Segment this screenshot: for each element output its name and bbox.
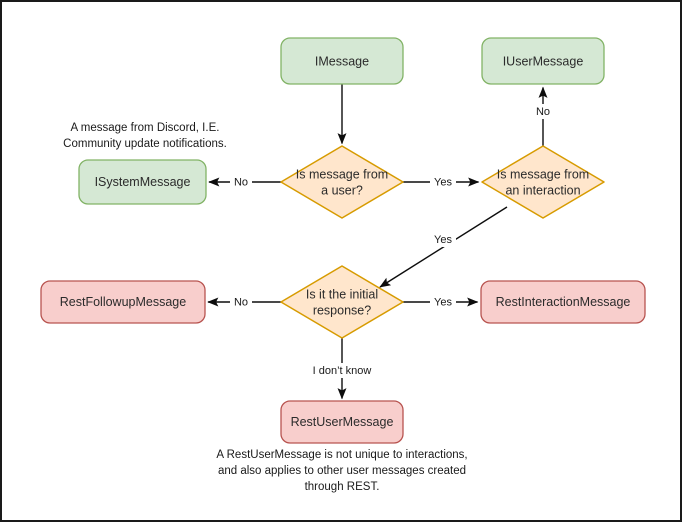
node-is-from-interaction-label-line2: an interaction: [505, 183, 580, 197]
edge-label-initial-unknown: I don’t know: [313, 365, 372, 377]
node-is-initial-response[interactable]: Is it the initial response?: [280, 265, 404, 339]
node-is-initial-response-label-line2: response?: [313, 303, 371, 317]
node-restusermessage-label: RestUserMessage: [291, 415, 394, 429]
note-restusermessage-line1: A RestUserMessage is not unique to inter…: [216, 449, 467, 461]
node-is-from-user-label-line1: Is message from: [296, 167, 388, 181]
node-iusermessage-label: IUserMessage: [503, 54, 584, 68]
note-isystemmessage: A message from Discord, I.E. Community u…: [63, 122, 227, 150]
node-is-from-user-label-line2: a user?: [321, 183, 363, 197]
edge-label-interaction-no: No: [536, 106, 550, 118]
node-restfollowupmessage-label: RestFollowupMessage: [60, 295, 186, 309]
edge-label-user-yes: Yes: [434, 176, 452, 188]
edge-is-from-interaction-yes-to-is-initial-response: Yes: [379, 206, 508, 288]
node-iusermessage[interactable]: IUserMessage: [481, 37, 605, 85]
note-isystemmessage-line1: A message from Discord, I.E.: [71, 122, 220, 134]
node-isystemmessage[interactable]: ISystemMessage: [78, 159, 207, 205]
node-imessage-label: IMessage: [315, 54, 369, 68]
node-restfollowupmessage[interactable]: RestFollowupMessage: [40, 280, 206, 324]
node-is-initial-response-label-line1: Is it the initial: [306, 287, 378, 301]
edge-label-initial-yes: Yes: [434, 296, 452, 308]
edge-is-from-user-no-to-isystemmessage: No: [208, 174, 281, 189]
node-imessage[interactable]: IMessage: [280, 37, 404, 85]
node-restinteractionmessage-label: RestInteractionMessage: [496, 295, 631, 309]
note-restusermessage-line2: and also applies to other user messages …: [218, 465, 466, 477]
edge-is-from-user-yes-to-is-from-interaction: Yes: [403, 174, 480, 189]
node-is-from-interaction-label-line1: Is message from: [497, 167, 589, 181]
edge-label-user-no: No: [234, 176, 248, 188]
note-isystemmessage-line2: Community update notifications.: [63, 138, 227, 150]
node-isystemmessage-label: ISystemMessage: [95, 175, 191, 189]
edge-is-initial-response-yes-to-restinteractionmessage: Yes: [403, 294, 479, 309]
node-is-from-interaction[interactable]: Is message from an interaction: [481, 145, 605, 219]
note-restusermessage-line3: through REST.: [305, 481, 380, 493]
edge-is-initial-response-no-to-restfollowupmessage: No: [207, 294, 281, 309]
edge-is-from-interaction-no-to-iusermessage: No: [532, 86, 554, 146]
edge-label-interaction-yes: Yes: [434, 234, 452, 246]
node-restusermessage[interactable]: RestUserMessage: [280, 400, 404, 444]
node-is-from-user[interactable]: Is message from a user?: [280, 145, 404, 219]
edge-label-initial-no: No: [234, 296, 248, 308]
note-restusermessage: A RestUserMessage is not unique to inter…: [216, 449, 467, 493]
edge-is-initial-response-unknown-to-restusermessage: I don’t know: [303, 338, 381, 400]
node-restinteractionmessage[interactable]: RestInteractionMessage: [480, 280, 646, 324]
